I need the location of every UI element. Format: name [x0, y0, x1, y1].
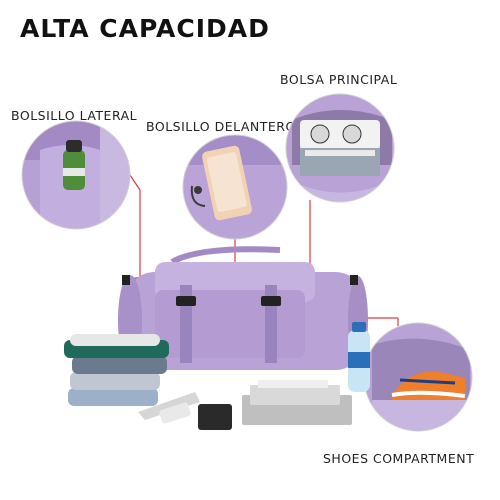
label-main-bag: BOLSA PRINCIPAL	[280, 72, 398, 87]
clothes-stack	[64, 334, 169, 406]
label-side-pocket: BOLSILLO LATERAL	[11, 108, 138, 123]
accessories	[138, 380, 352, 430]
side-pocket-detail	[22, 121, 130, 229]
label-shoes-compartment: SHOES COMPARTMENT	[323, 451, 475, 466]
shoes-compartment-detail	[364, 323, 472, 431]
label-front-pocket: BOLSILLO DELANTERO	[146, 119, 296, 134]
headline: ALTA CAPACIDAD	[20, 14, 270, 43]
water-bottle	[348, 322, 370, 392]
front-pocket-detail	[183, 135, 287, 239]
duffel-bag	[118, 246, 368, 370]
